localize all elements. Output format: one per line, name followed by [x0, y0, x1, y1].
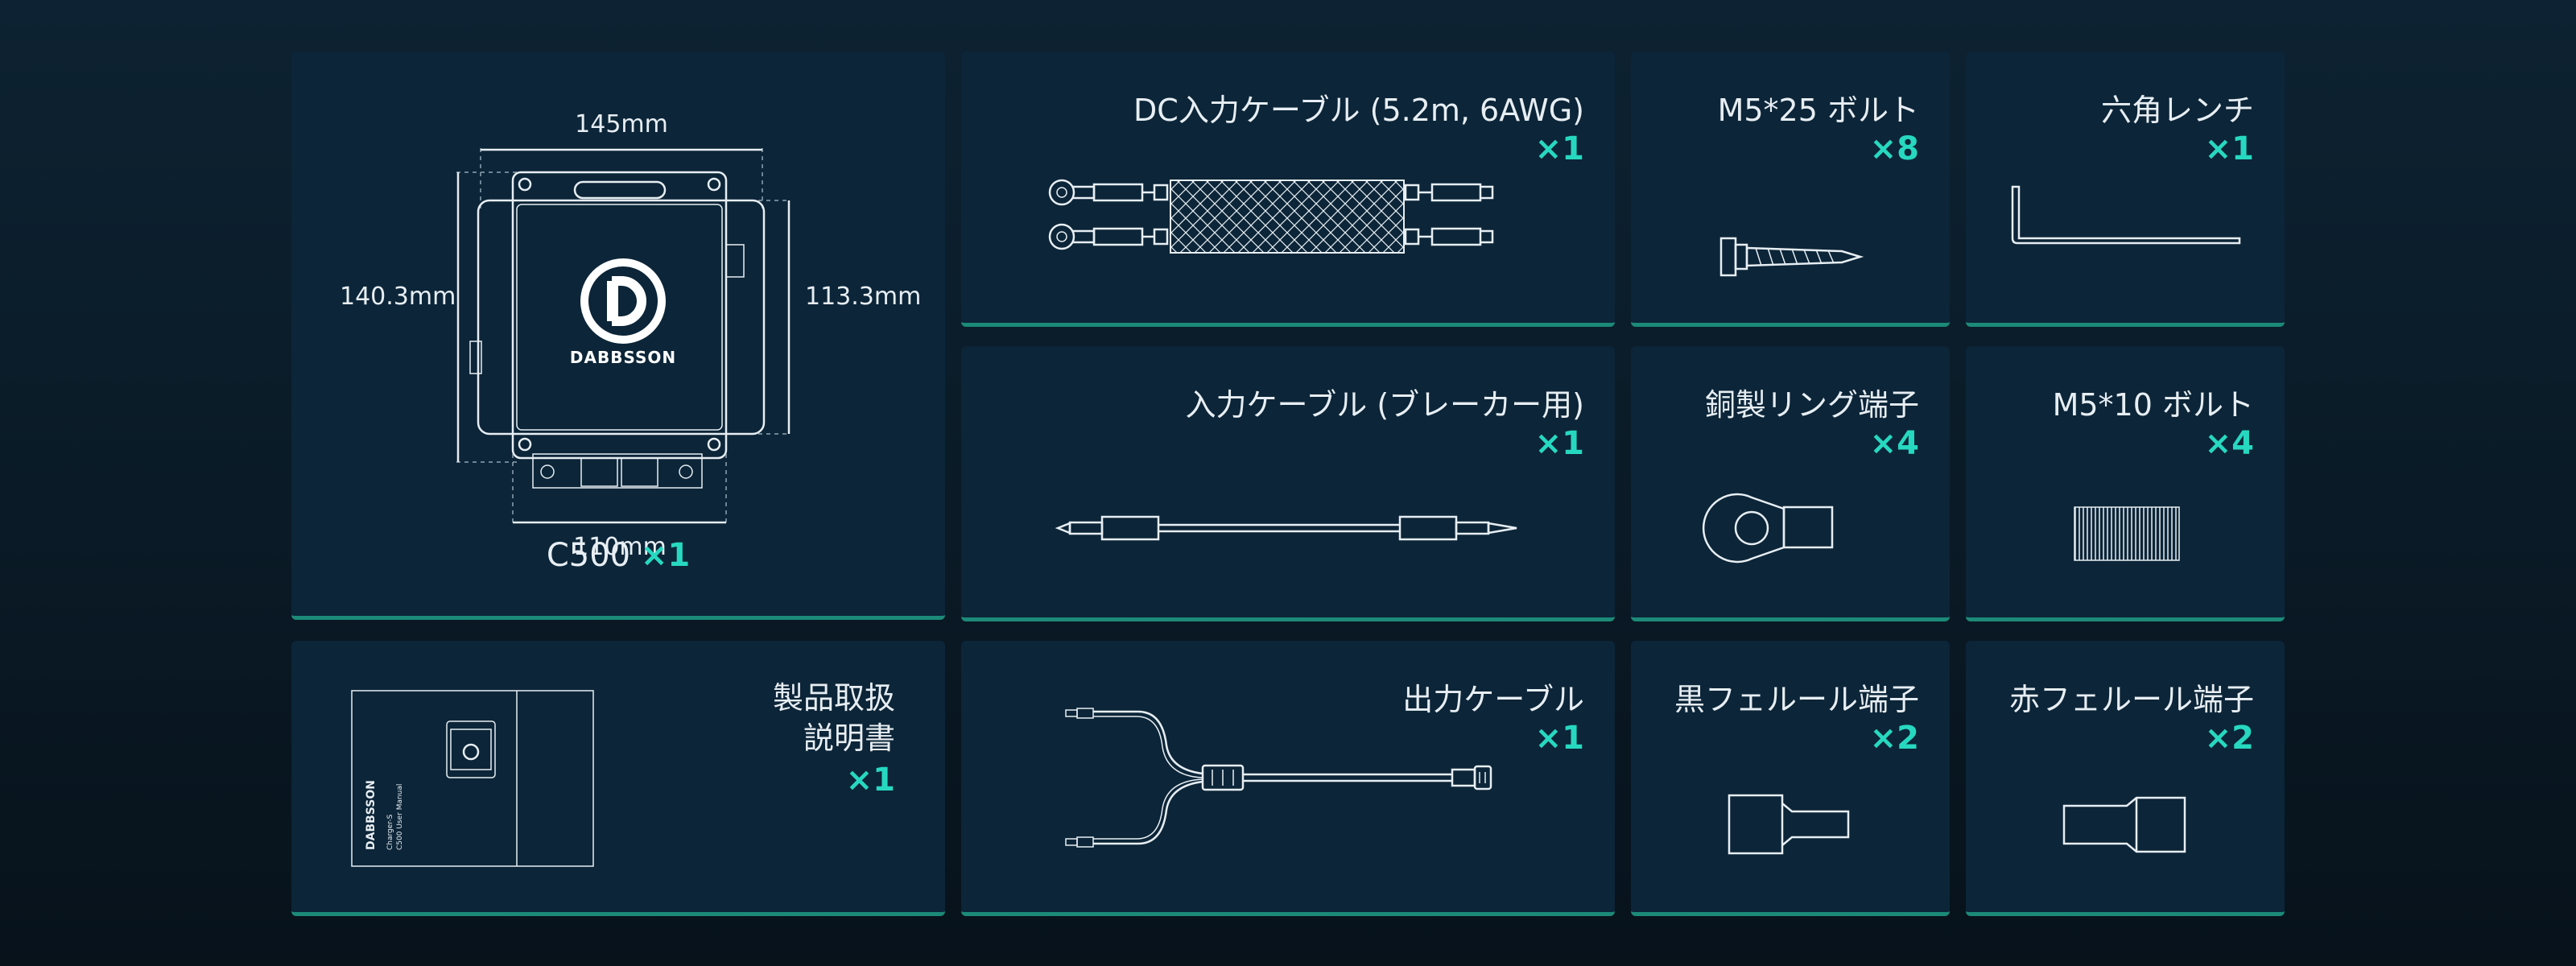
dim-bottom: 110mm [573, 533, 667, 561]
red-ferrule-illustration [2062, 796, 2186, 853]
output-cable-illustration [1065, 708, 1492, 848]
card-m5-10-bolt: M5*10 ボルト ×4 [1966, 346, 2285, 621]
manual-brand: DABBSSON [365, 780, 378, 850]
manual-illustration: DABBSSON Charger-S C500 User Manual [351, 690, 594, 867]
breaker-cable-qty: ×1 [1534, 425, 1584, 462]
c500-label-row: C500 ×1 [291, 537, 945, 574]
ring-terminal-qty: ×4 [1869, 425, 1919, 462]
red-ferrule-qty: ×2 [2204, 720, 2254, 757]
card-c500: 145mm 140.3mm 113.3mm DABBSSON [291, 52, 945, 620]
card-hex-wrench: 六角レンチ ×1 [1966, 52, 2285, 327]
dim-top: 145mm [575, 110, 668, 138]
hex-wrench-name: 六角レンチ [2100, 93, 2254, 128]
manual-qty: ×1 [845, 762, 895, 799]
card-ring-terminal: 銅製リング端子 ×4 [1631, 346, 1950, 621]
c500-brand: DABBSSON [570, 348, 676, 367]
manual-label: 製品取扱 説明書 [773, 678, 895, 758]
dim-right: 113.3mm [805, 283, 921, 311]
m5-25-qty: ×8 [1869, 130, 1919, 167]
m5-10-name: M5*10 ボルト [2052, 387, 2254, 423]
dc-cable-name: DC入力ケーブル (5.2m, 6AWG) [1133, 93, 1584, 128]
black-ferrule-name: 黒フェルール端子 [1674, 682, 1919, 717]
c500-name: C500 [546, 537, 631, 574]
dc-cable-qty: ×1 [1534, 130, 1584, 167]
output-cable-name: 出力ケーブル [1402, 682, 1584, 717]
manual-name-line2: 説明書 [803, 720, 895, 756]
dim-left: 140.3mm [340, 283, 456, 311]
ring-terminal-illustration [1702, 493, 1834, 564]
bolt-long-illustration [1719, 237, 1864, 277]
red-ferrule-name: 赤フェルール端子 [2008, 682, 2254, 717]
output-cable-qty: ×1 [1534, 720, 1584, 757]
ring-terminal-name: 銅製リング端子 [1704, 387, 1919, 423]
card-red-ferrule: 赤フェルール端子 ×2 [1966, 641, 2285, 916]
card-output-cable: 出力ケーブル ×1 [961, 641, 1615, 916]
card-manual: 製品取扱 説明書 ×1 DABBSSON Charger-S C500 User… [291, 641, 945, 916]
c500-diagram: 145mm 140.3mm 113.3mm DABBSSON [340, 110, 921, 561]
bolt-short-illustration [2074, 506, 2180, 561]
card-black-ferrule: 黒フェルール端子 ×2 [1631, 641, 1950, 916]
m5-25-name: M5*25 ボルト [1717, 93, 1919, 128]
hex-wrench-illustration [2011, 185, 2241, 245]
card-dc-cable: DC入力ケーブル (5.2m, 6AWG) ×1 [961, 52, 1615, 327]
m5-10-qty: ×4 [2204, 425, 2254, 462]
manual-cover-line1: Charger-S [386, 814, 394, 850]
card-breaker-cable: 入力ケーブル (ブレーカー用) ×1 [961, 346, 1615, 621]
manual-cover-line2: C500 User Manual [396, 784, 404, 850]
breaker-cable-illustration [1055, 515, 1517, 541]
black-ferrule-qty: ×2 [1869, 720, 1919, 757]
manual-name-line1: 製品取扱 [772, 680, 895, 716]
card-m5-25-bolt: M5*25 ボルト ×8 [1631, 52, 1950, 327]
c500-qty: ×1 [640, 537, 691, 574]
hex-wrench-qty: ×1 [2204, 130, 2254, 167]
breaker-cable-name: 入力ケーブル (ブレーカー用) [1185, 387, 1584, 423]
dc-cable-illustration [1048, 179, 1494, 254]
black-ferrule-illustration [1728, 794, 1850, 855]
